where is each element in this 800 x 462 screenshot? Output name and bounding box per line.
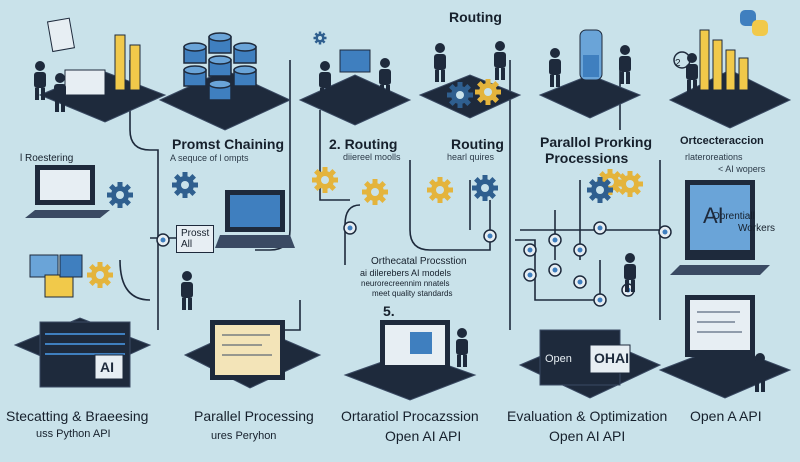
open-label: Open bbox=[545, 353, 572, 365]
python-logo-icon bbox=[740, 10, 768, 36]
section-4-title-2: Processions bbox=[545, 150, 629, 166]
code-screen-platform bbox=[183, 320, 322, 389]
left-caption: l Roestering bbox=[20, 153, 74, 164]
openai-label: OHAI bbox=[594, 350, 629, 366]
section-5-title: Ortcecteraccion bbox=[680, 135, 764, 147]
platform-parallel bbox=[538, 29, 642, 119]
section-2-title: 2. Routing bbox=[329, 136, 398, 152]
section-4-title: Parallol Prorking bbox=[540, 134, 653, 150]
platform-routing-2 bbox=[418, 41, 522, 119]
bottom-2-title: Parallel Processing bbox=[194, 408, 314, 424]
section-1-subtitle: A sequce of l ompts bbox=[170, 153, 249, 163]
monitor-ai-text: AI bbox=[703, 203, 724, 228]
section-1-title: Promst Chaining bbox=[172, 136, 285, 152]
bottom-1-title: Stecatting & Braeesing bbox=[6, 408, 149, 424]
bottom-4-title: Evaluation & Optimization bbox=[507, 408, 668, 424]
bottom-4-subtitle: Open AI API bbox=[549, 428, 626, 444]
bottom-5-title: Open A API bbox=[690, 408, 762, 424]
laptop-left bbox=[25, 165, 110, 218]
openai-api-platform bbox=[658, 295, 792, 399]
platform-chaining bbox=[158, 32, 292, 131]
monitor-right bbox=[670, 180, 770, 275]
step-five: 5. bbox=[383, 303, 395, 319]
openai-platform bbox=[518, 329, 662, 399]
section-3-title: Routing bbox=[451, 136, 504, 152]
platform-routing bbox=[298, 31, 412, 126]
center-line-3: meet quality standards bbox=[372, 289, 453, 298]
platform-orchestration bbox=[668, 10, 792, 129]
right-caption-1: Oprentiall bbox=[712, 211, 755, 222]
platform-stacking bbox=[34, 17, 167, 123]
monitor-center bbox=[343, 320, 477, 401]
right-caption-2: Workers bbox=[738, 223, 776, 234]
section-3-subtitle: hearl quires bbox=[447, 152, 495, 162]
server-platform bbox=[13, 317, 152, 388]
prompt-card: Prosst All bbox=[176, 225, 215, 253]
step-badge: 2 bbox=[675, 58, 681, 69]
routing-heading: Routing bbox=[449, 9, 502, 25]
bottom-3-subtitle: Open AI API bbox=[385, 428, 462, 444]
section-5-subtitle: rlateroreations bbox=[685, 152, 743, 162]
puzzle-blocks bbox=[29, 254, 83, 298]
center-line-2: neurorecreennim nnatels bbox=[361, 279, 450, 288]
section-5-subtitle-2: < AI wopers bbox=[718, 164, 766, 174]
server-ai-label: AI bbox=[100, 359, 114, 375]
bottom-3-title: Ortaratiol Procazssion bbox=[341, 408, 479, 424]
bottom-2-subtitle: ures Peryhon bbox=[211, 430, 277, 442]
section-2-subtitle: diiereel moolls bbox=[343, 152, 401, 162]
bottom-1-subtitle: uss Python API bbox=[36, 428, 111, 440]
laptop-center bbox=[215, 190, 295, 248]
center-line-1: ai dilerebers AI models bbox=[360, 268, 452, 278]
center-title: Orthecatal Procsstion bbox=[371, 256, 467, 267]
